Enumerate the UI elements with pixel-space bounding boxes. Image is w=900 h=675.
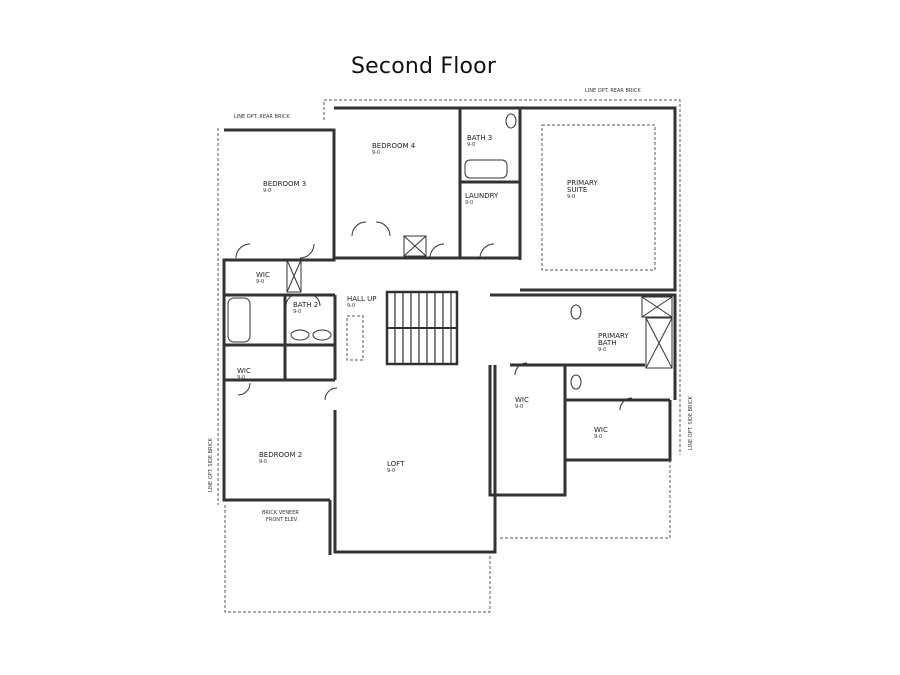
room-bedroom-3: Bedroom 39-0 [263, 180, 307, 195]
page-title: Second Floor [351, 54, 497, 79]
room-bath-3: Bath 39-0 [467, 134, 493, 149]
room-loft: Loft9-0 [387, 460, 405, 475]
room-laundry: Laundry9-0 [465, 192, 499, 207]
room-bedroom-4: Bedroom 49-0 [372, 142, 416, 157]
room-hall-up: Hall Up9-0 [347, 295, 377, 310]
room-bedroom-2: Bedroom 29-0 [259, 451, 303, 466]
room-primary-suite: Primary Suite9-0 [567, 179, 598, 201]
room-bath-2: Bath 29-0 [293, 301, 319, 316]
note-side-brick-right: Line opt. side brick [688, 396, 694, 450]
room-primary-bath: Primary Bath9-0 [598, 332, 629, 354]
note-side-brick-left: Line opt. side brick [208, 438, 214, 492]
note-front-elev: Front elev. [266, 517, 299, 523]
note-rear-brick-right: Line opt. rear brick [585, 88, 641, 94]
note-rear-brick-left: Line opt. rear brick [234, 114, 290, 120]
note-brick-veneer: Brick veneer [262, 510, 299, 516]
